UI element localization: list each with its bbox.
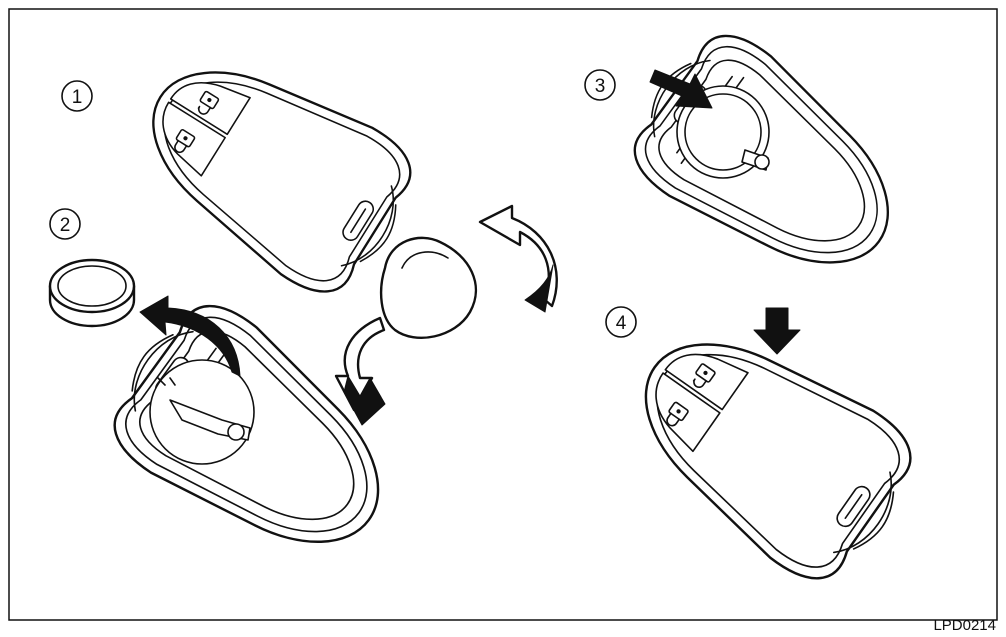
insert-arrow: [649, 69, 713, 109]
svg-text:2: 2: [60, 215, 71, 236]
step4-label: 4: [605, 306, 637, 338]
press-arrow: [753, 307, 801, 355]
rotate-arrow-solid-top: [524, 264, 554, 313]
rotate-arrow-outline: [478, 204, 558, 308]
svg-text:4: 4: [616, 313, 627, 334]
step3-label: 3: [584, 69, 616, 101]
removed-battery: [379, 236, 478, 339]
key-fob-open-case: [89, 282, 423, 594]
figure-code: LPD0214: [933, 617, 996, 634]
lift-arrow: [139, 295, 241, 377]
figure-border: [8, 8, 998, 621]
step1-label: 1: [61, 80, 93, 112]
svg-text:3: 3: [595, 76, 606, 97]
key-fob-install-battery: [610, 13, 931, 313]
svg-text:1: 1: [72, 87, 83, 108]
step2-label: 2: [49, 208, 81, 240]
rotate-arrow-lower: [334, 316, 386, 426]
coin-battery: [48, 258, 136, 328]
